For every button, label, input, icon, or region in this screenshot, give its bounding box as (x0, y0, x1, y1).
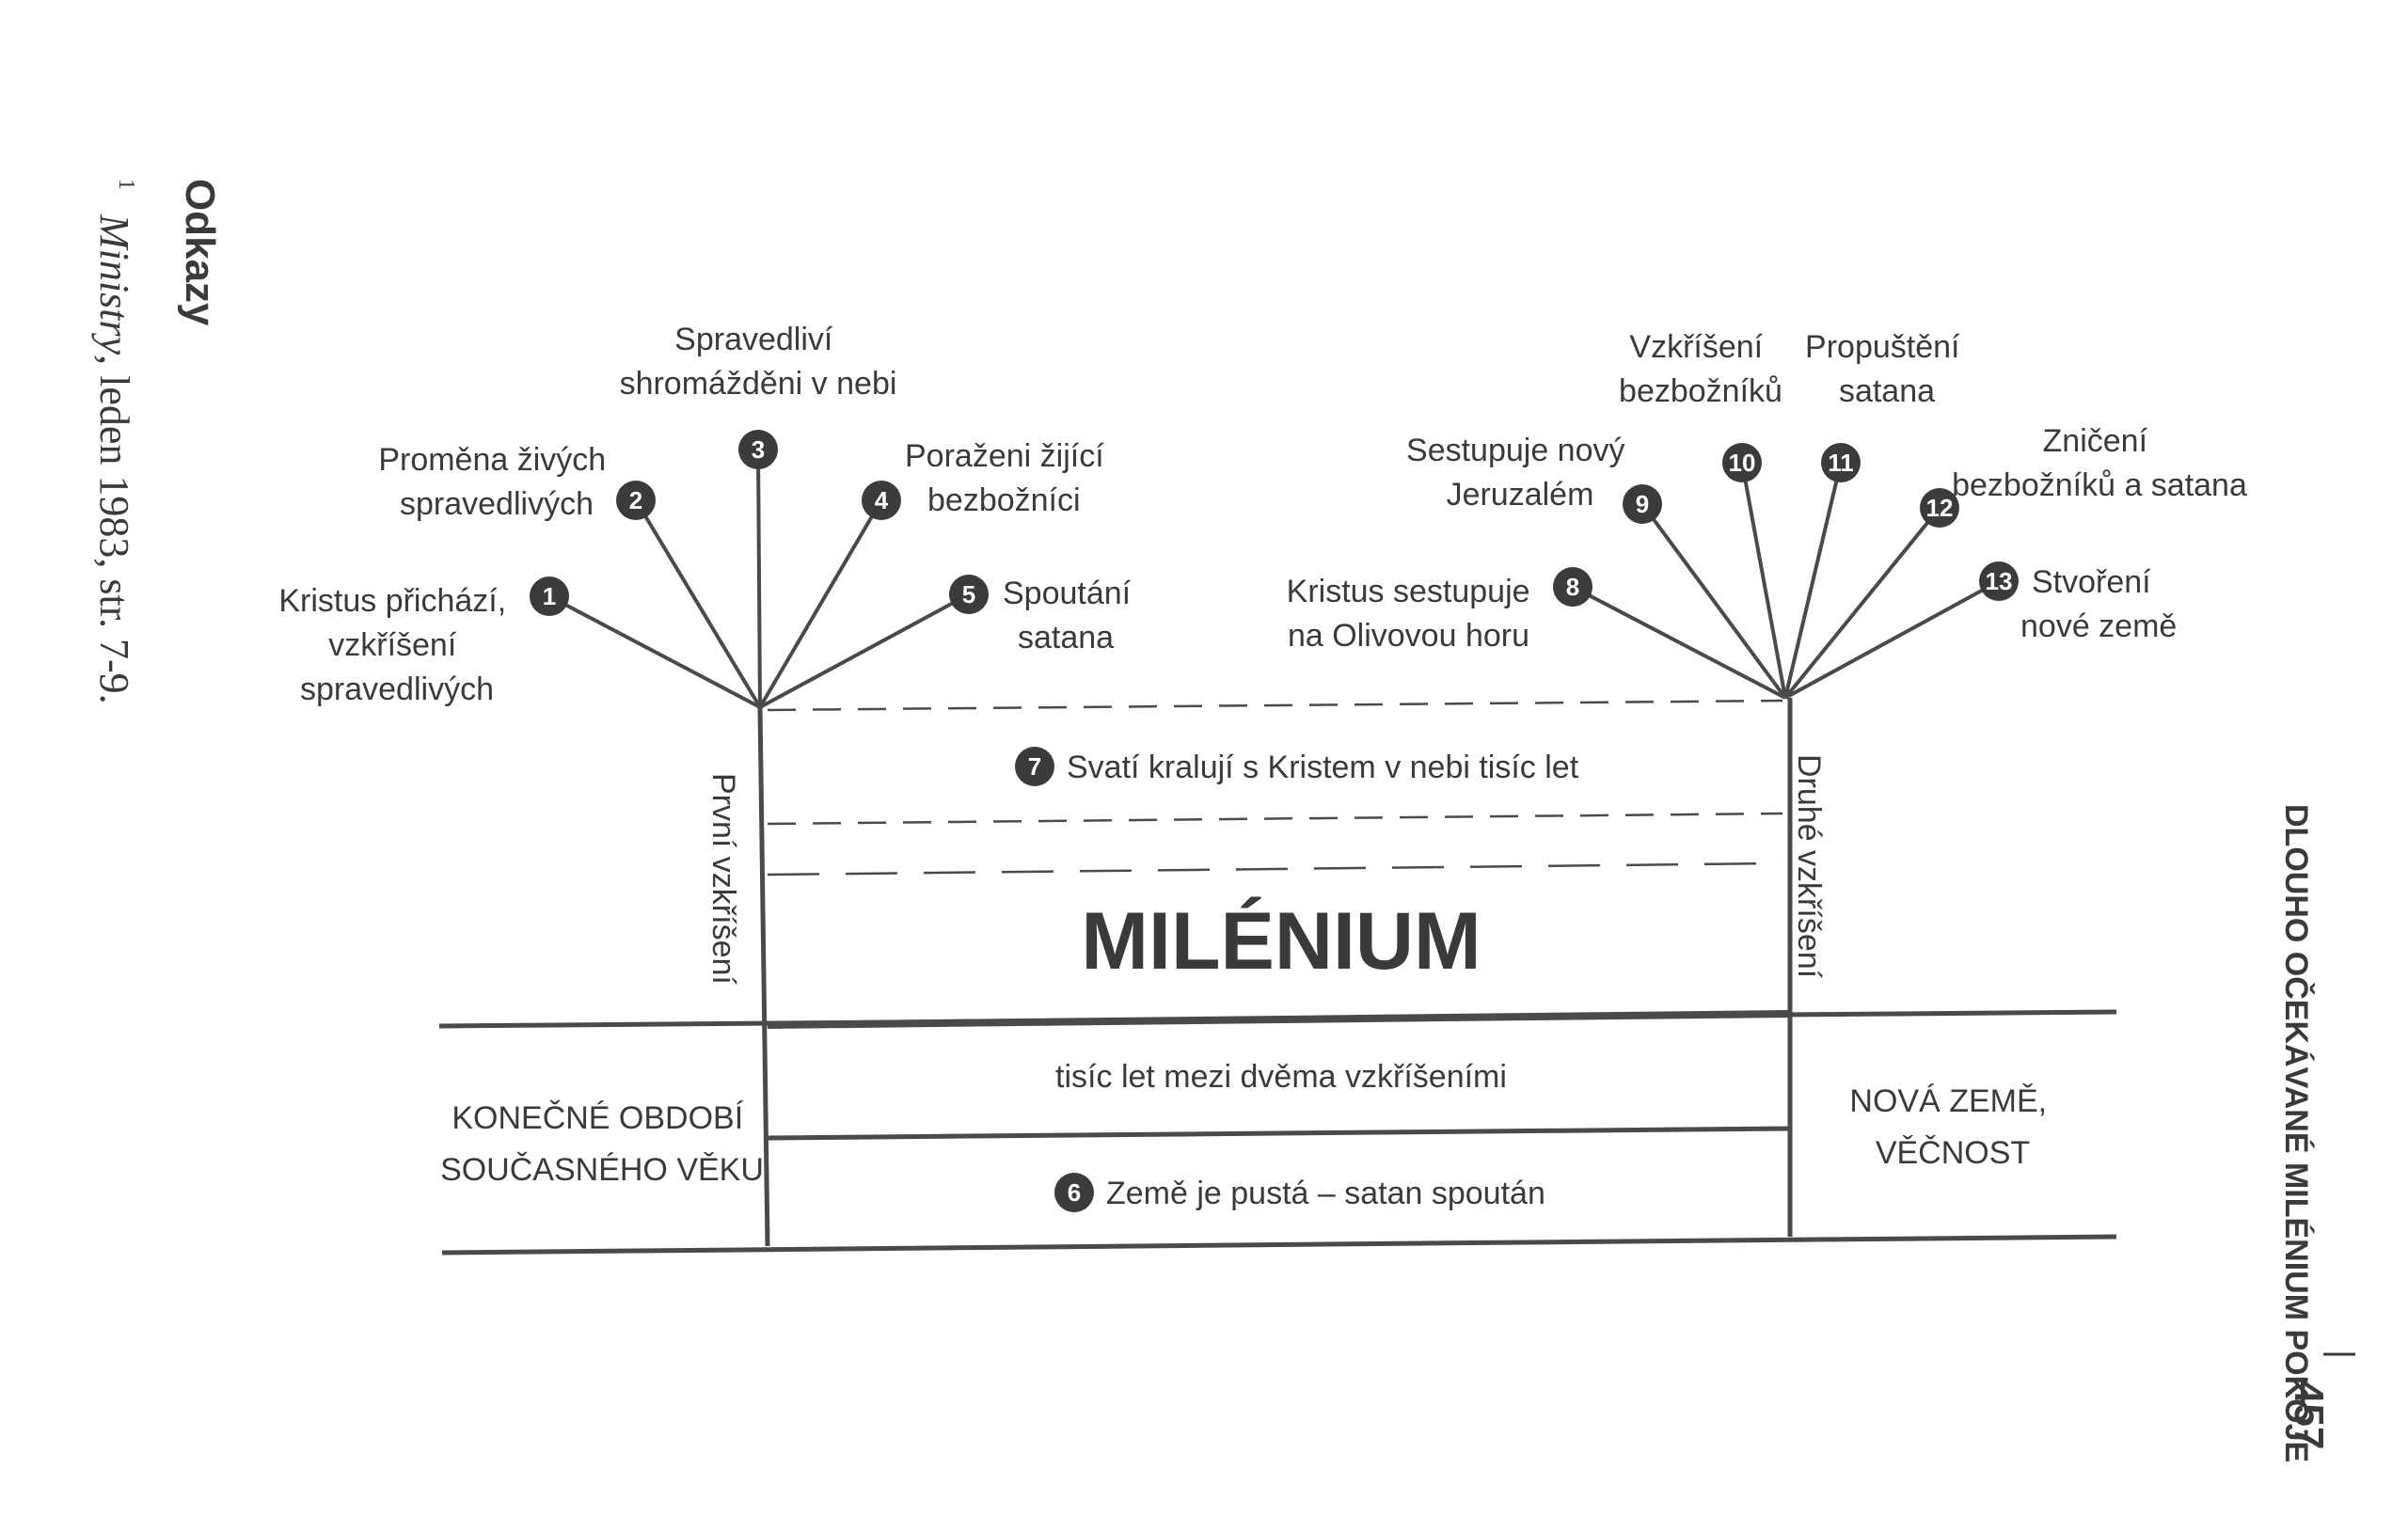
svg-text:6: 6 (1068, 1178, 1081, 1207)
middle-horizontal-line (767, 1126, 1791, 1141)
badge-9: 9 (1623, 484, 1662, 524)
svg-text:10: 10 (1729, 449, 1756, 477)
badge-8: 8 (1553, 567, 1592, 607)
event-labels-right: Kristus sestupuje na Olivovou horu Sestu… (1287, 329, 2247, 654)
footnote-text: Ministry, leden 1983, str. 7-9. (91, 213, 137, 704)
millennium-base-line (767, 1010, 1791, 1029)
badge-13: 13 (1979, 561, 2019, 601)
svg-text:11: 11 (1828, 449, 1854, 477)
ray-8 (1572, 585, 1786, 700)
band-7-label: Svatí kralují s Kristem v nebi tisíc let (1067, 750, 1579, 785)
event-11-label: Propuštění satana (1805, 329, 1969, 409)
first-resurrection-label: První vzkříšení (705, 773, 741, 985)
references-heading: Odkazy (177, 179, 223, 326)
ray-10 (1740, 462, 1787, 699)
event-1-label: Kristus přichází, vzkříšení spravedlivýc… (278, 583, 515, 707)
event-12-label: Zničení bezbožníků a satana (1952, 423, 2247, 503)
event-labels-left: Kristus přichází, vzkříšení spravedlivýc… (278, 322, 1140, 707)
ray-2 (634, 498, 762, 709)
svg-text:13: 13 (1986, 567, 2013, 595)
badge-11: 11 (1821, 443, 1861, 482)
event-3-label: Spravedliví shromážděni v nebi (620, 322, 897, 402)
dashed-line-middle (767, 812, 1783, 826)
page-number: 457 (2286, 1381, 2332, 1449)
footnote-mark: 1 (114, 179, 138, 190)
running-head-title: DLOUHO OČEKÁVANÉ MILÉNIUM POKOJE (2278, 804, 2315, 1462)
ray-1 (548, 594, 761, 709)
ray-9 (1640, 502, 1787, 700)
footnote-rest: , leden 1983, str. 7-9. (91, 355, 137, 704)
diagram-lines (438, 449, 2117, 1256)
svg-text:2: 2 (629, 486, 642, 514)
badge-5: 5 (949, 575, 989, 614)
svg-text:1: 1 (543, 582, 556, 610)
badge-12: 12 (1920, 488, 1959, 528)
badge-7: 7 (1015, 747, 1054, 786)
new-earth-box: NOVÁ ZEMĚ, VĚČNOST (1849, 1083, 2055, 1171)
svg-text:5: 5 (962, 580, 975, 608)
dashed-line-top (767, 699, 1783, 712)
event-10-label: Vzkříšení bezbožníků (1619, 329, 1782, 409)
running-head: DLOUHO OČEKÁVANÉ MILÉNIUM POKOJE 457 (2278, 804, 2355, 1462)
lower-horizontal-line (441, 1234, 2117, 1256)
event-13-label: Stvoření nové země (2020, 564, 2177, 644)
svg-text:3: 3 (752, 435, 765, 464)
ray-11 (1783, 462, 1843, 699)
badge-1: 1 (530, 576, 569, 616)
svg-text:9: 9 (1636, 490, 1649, 518)
second-resurrection-label: Druhé vzkříšení (1791, 754, 1827, 979)
ray-5 (759, 592, 970, 709)
svg-text:7: 7 (1028, 752, 1041, 781)
badge-4: 4 (862, 481, 901, 520)
svg-text:12: 12 (1926, 494, 1954, 522)
ray-4 (758, 498, 883, 709)
current-age-box: KONEČNÉ OBDOBÍ SOUČASNÉHO VĚKU (440, 1100, 764, 1188)
ray-13 (1784, 579, 2000, 700)
badge-6: 6 (1054, 1173, 1094, 1212)
event-9-label: Sestupuje nový Jeruzalém (1406, 433, 1634, 513)
event-5-label: Spoutání satana (1003, 576, 1140, 655)
band-6-label: Země je pustá – satan spoután (1106, 1176, 1545, 1211)
svg-text:8: 8 (1566, 573, 1579, 601)
between-resurrections-label: tisíc let mezi dvěma vzkříšeními (1055, 1059, 1507, 1095)
event-8-label: Kristus sestupuje na Olivovou horu (1287, 574, 1539, 654)
event-badges: 1 2 3 4 5 6 7 8 9 10 11 12 13 (530, 430, 2019, 1212)
badge-10: 10 (1722, 443, 1762, 482)
millennium-title: MILÉNIUM (1081, 896, 1481, 987)
footnote-title: Ministry (91, 213, 137, 355)
references-sidebar: Odkazy 1 Ministry, leden 1983, str. 7-9. (91, 179, 223, 704)
ray-3 (756, 449, 762, 708)
svg-text:4: 4 (875, 486, 889, 514)
ray-12 (1783, 506, 1941, 700)
badge-2: 2 (616, 481, 656, 520)
badge-3: 3 (738, 430, 778, 469)
dashed-line-bottom (767, 861, 1783, 877)
first-resurrection-line (757, 706, 770, 1247)
event-2-label: Proměna živých spravedlivých (378, 442, 614, 522)
event-4-label: Poraženi žijící bezbožníci (905, 438, 1113, 518)
